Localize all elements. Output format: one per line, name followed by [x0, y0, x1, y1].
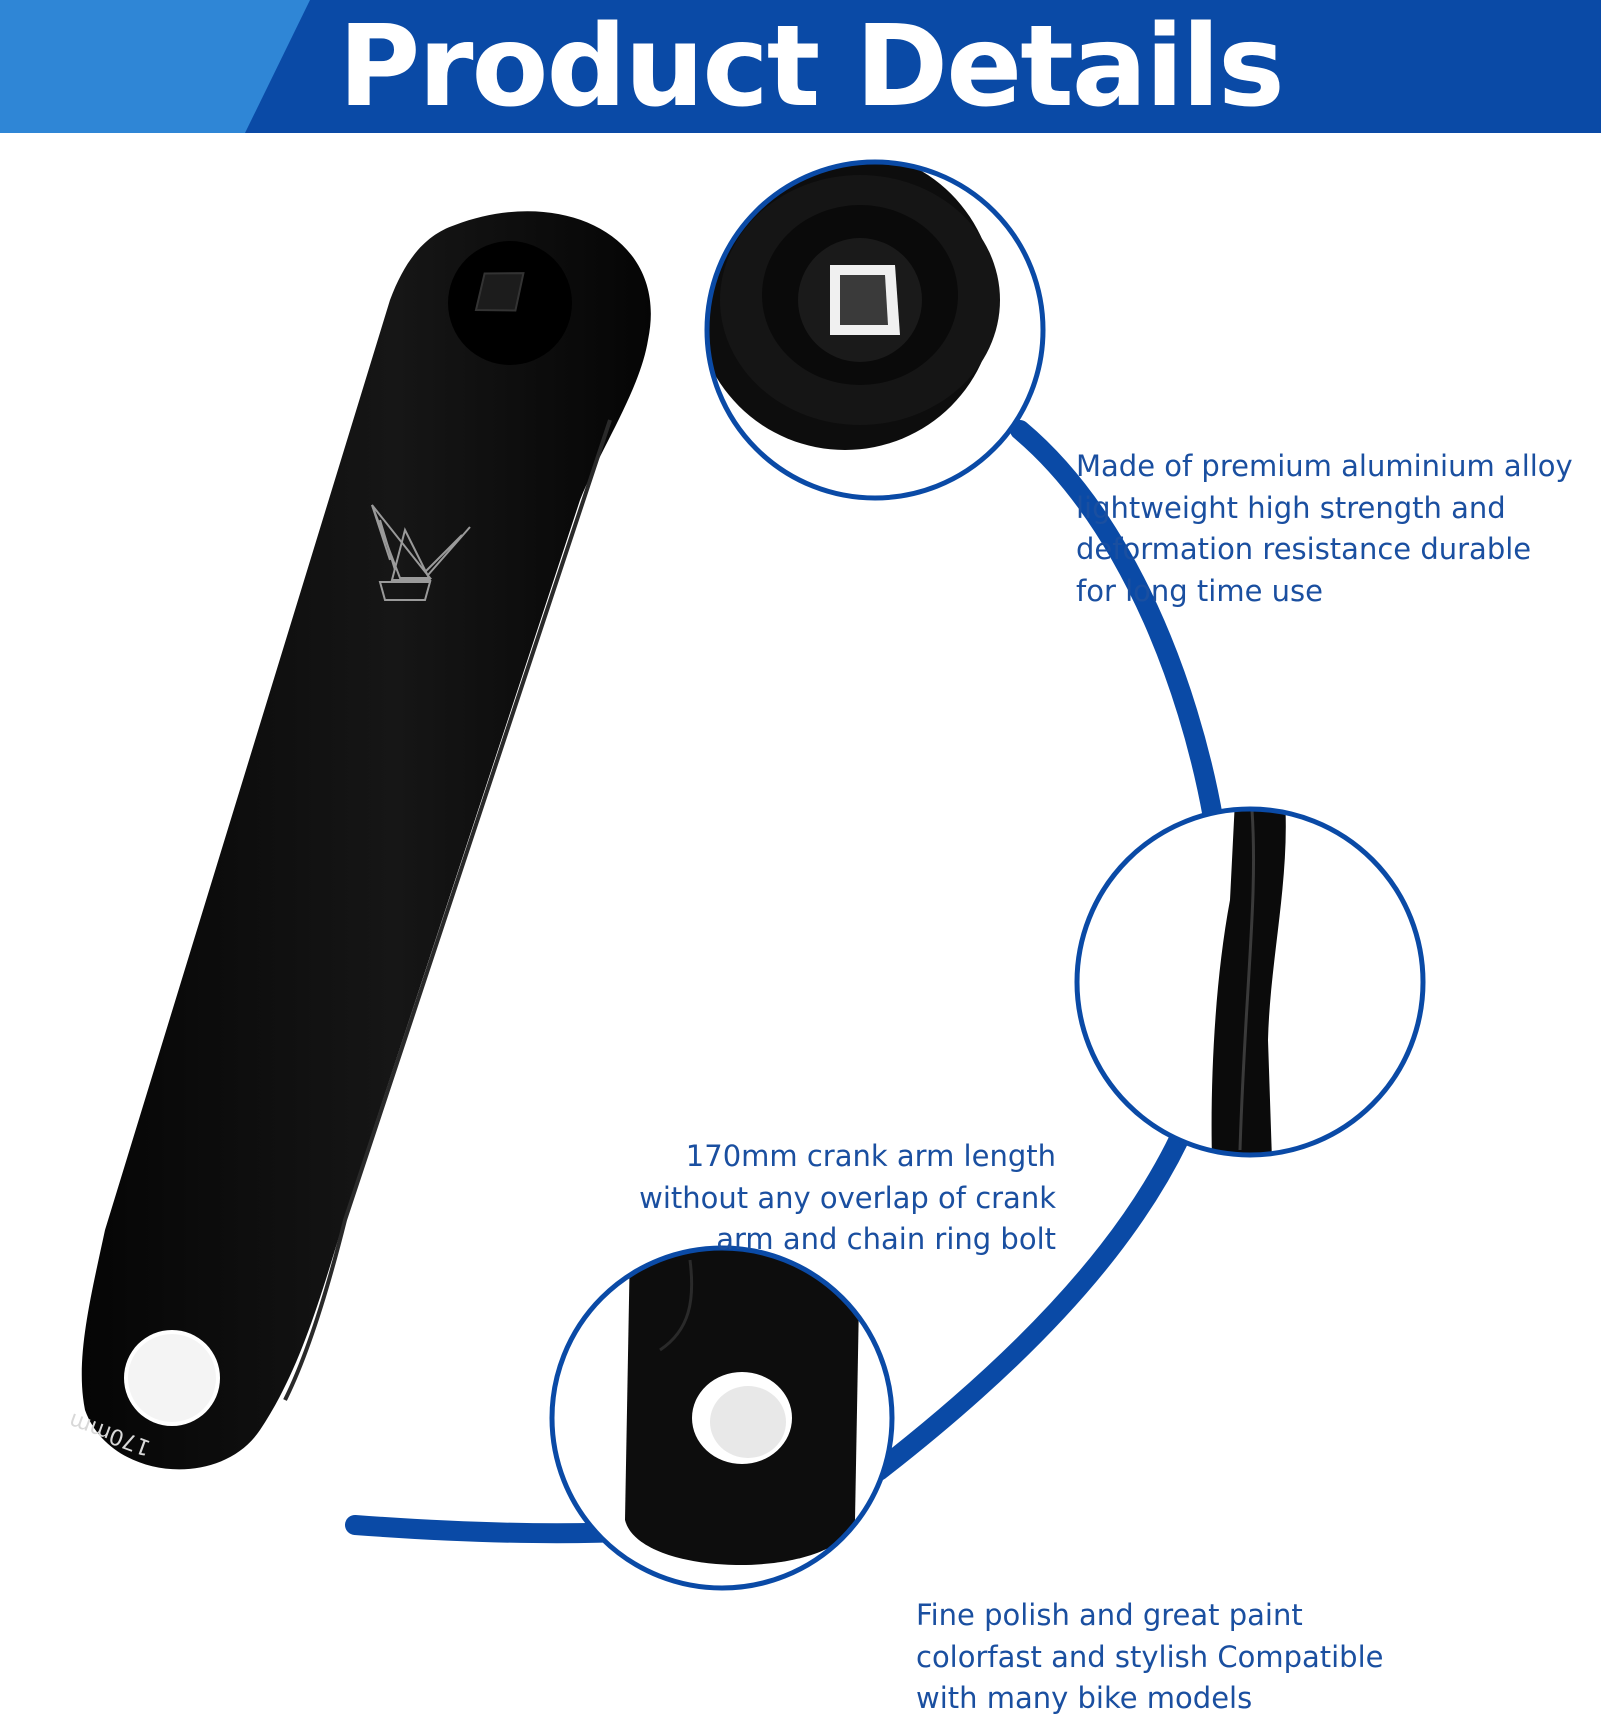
detail-circle-spindle-hole — [704, 159, 1046, 501]
callout-line: colorfast and stylish Compatible — [916, 1639, 1384, 1674]
callout-line: deformation resistance durable — [1076, 532, 1532, 566]
banner-background — [0, 0, 1601, 133]
winged-a-logo-icon — [371, 504, 471, 601]
callout-finish: Fine polish and great paint colorfast an… — [916, 1595, 1383, 1720]
callout-line: Fine polish and great paint — [916, 1598, 1303, 1632]
callout-length: 170mm crank arm length without any overl… — [560, 1136, 1056, 1261]
callout-line: Made of premium aluminium alloy — [1076, 449, 1573, 483]
callout-line: 170mm crank arm length — [685, 1139, 1056, 1173]
page-title: Product Details — [338, 1, 1285, 132]
header-banner: Product Details — [0, 0, 1601, 133]
callout-line: arm and chain ring bolt — [716, 1222, 1056, 1256]
callout-material: Made of premium aluminium alloy lightwei… — [1076, 446, 1573, 612]
detail-circle-arm-profile — [1074, 806, 1426, 1158]
callout-line: lightweight high strength and — [1076, 490, 1506, 525]
callout-line: without any overlap of crank — [639, 1180, 1056, 1215]
callout-line: for long time use — [1076, 573, 1323, 608]
detail-circle-pedal-hole — [549, 1245, 895, 1591]
product-showcase: 170mm — [0, 133, 1601, 1715]
callout-line: with many bike models — [916, 1681, 1253, 1715]
crank-arm-image — [81, 211, 651, 1470]
